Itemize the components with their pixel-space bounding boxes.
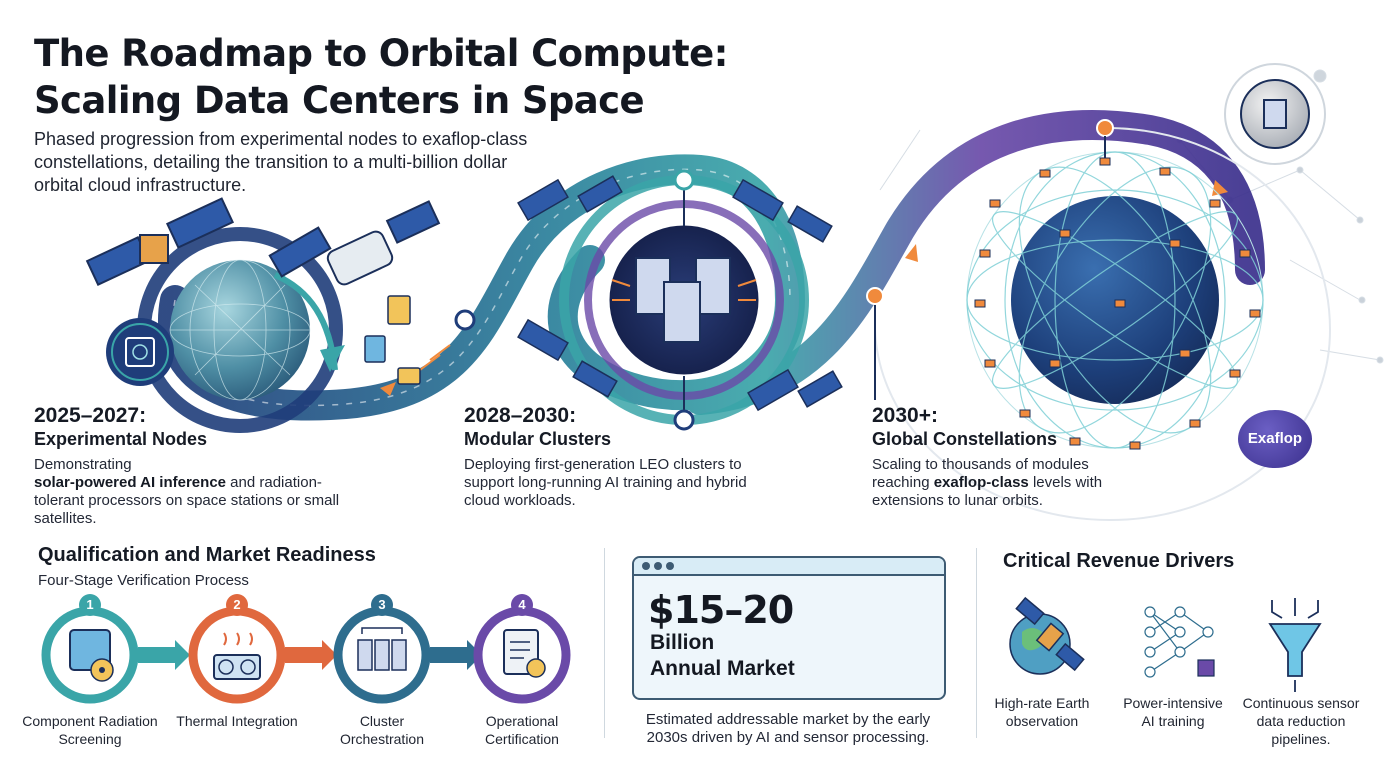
divider-right [976, 548, 977, 738]
phase1-marker [454, 309, 476, 331]
stage-1-number: 1 [79, 594, 101, 616]
phase-3: 2030+: Global Constellations Scaling to … [872, 404, 1122, 510]
phase-2-desc: Deploying first-generation LEO clusters … [464, 456, 747, 509]
phase2-cluster-group [559, 169, 809, 431]
neural-network-icon [1144, 606, 1215, 678]
window-dot [654, 562, 662, 570]
market-unit-line-2: Annual Market [650, 657, 795, 680]
drivers-title: Critical Revenue Drivers [1003, 550, 1235, 572]
divider-left [604, 548, 605, 738]
phase-1-desc-bold: solar-powered AI inference [34, 474, 226, 491]
earth-satellite-icon [1009, 596, 1085, 675]
driver-2-label: Power-intensive AI training [1123, 695, 1223, 729]
qualification-subtitle: Four-Stage Verification Process [38, 572, 249, 589]
stage-4-number: 4 [511, 594, 533, 616]
stage-3-icon [333, 606, 431, 704]
phase-1-desc-post: and radiation-tolerant processors on spa… [34, 474, 340, 527]
phase-1-desc-pre: Demonstrating [34, 456, 132, 473]
stage-3-label: Cluster Orchestration [339, 713, 425, 747]
window-dot [642, 562, 650, 570]
stage-3-number: 3 [371, 594, 393, 616]
phase3-marker [866, 287, 884, 305]
moon-module-icon [1224, 63, 1326, 165]
market-value: $15–20 [648, 588, 794, 632]
phase-2-years: 2028–2030: [464, 404, 577, 427]
funnel-icon [1268, 598, 1322, 692]
stage-4-icon [473, 606, 571, 704]
title-line-1: The Roadmap to Orbital Compute: [34, 32, 728, 75]
document-icons [364, 295, 421, 385]
phase-2: 2028–2030: Modular Clusters Deploying fi… [464, 404, 764, 510]
satellite-left [85, 197, 235, 286]
ai-chip-badge [106, 318, 174, 386]
phase-1-desc: Demonstrating solar-powered AI inference… [34, 456, 354, 528]
title-line-2: Scaling Data Centers in Space [34, 79, 645, 122]
phase-3-desc-bold: exaflop-class [933, 474, 1029, 491]
stage-2-number: 2 [226, 594, 248, 616]
phase-1: 2025–2027: Experimental Nodes Demonstrat… [34, 404, 354, 528]
page-subtitle: Phased progression from experimental nod… [34, 129, 528, 195]
driver-1-label: High-rate Earth observation [994, 695, 1090, 729]
market-window [632, 556, 946, 700]
phase-1-name: Experimental Nodes [34, 429, 208, 449]
stage-1-icon [41, 606, 139, 704]
phase2-satellites [517, 175, 843, 412]
stage-2-label: Thermal Integration [176, 713, 298, 729]
stage-2-icon [188, 606, 286, 704]
driver-3-label: Continuous sensor data reduction pipelin… [1242, 695, 1360, 747]
window-dot [666, 562, 674, 570]
phase1-globe-group [137, 227, 345, 433]
phase-3-desc-pre: Scaling to thousands of modules reaching [872, 456, 1089, 491]
phase3-globe-group [966, 151, 1264, 450]
market-window-titlebar [634, 558, 944, 576]
market-caption: Estimated addressable market by the earl… [645, 711, 931, 746]
satellite-right [268, 200, 441, 286]
phase-3-desc: Scaling to thousands of modules reaching… [872, 456, 1122, 510]
phase-3-name: Global Constellations [872, 429, 1058, 449]
stage-1-label: Component Radiation Screening [22, 713, 158, 747]
exaflop-badge: Exaflop [1238, 410, 1312, 468]
phase-2-name: Modular Clusters [464, 429, 612, 449]
market-unit: Billion Annual Market [650, 630, 795, 682]
qualification-title: Qualification and Market Readiness [38, 544, 376, 566]
phase-3-desc-post: levels with extensions to lunar orbits. [872, 474, 1103, 509]
phase-3-years: 2030+: [872, 404, 938, 427]
phase-1-years: 2025–2027: [34, 404, 147, 427]
stage-4-label: Operational Certification [485, 713, 559, 747]
page-title: The Roadmap to Orbital Compute: Scaling … [34, 30, 794, 124]
market-unit-line-1: Billion [650, 631, 715, 654]
